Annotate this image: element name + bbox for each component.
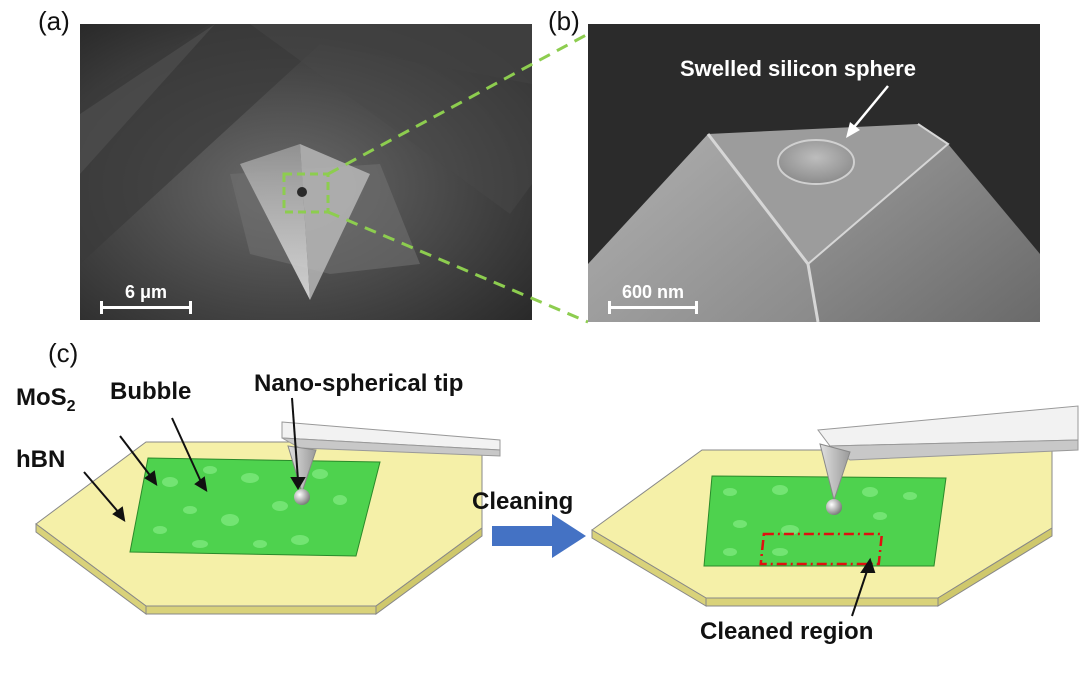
cleaning-arrow <box>492 514 586 558</box>
mos2-flake-left <box>129 457 381 557</box>
mos2-label-main: MoS <box>16 384 67 411</box>
sphere-annotation: Swelled silicon sphere <box>680 56 916 81</box>
mos2-flake-right <box>703 475 947 567</box>
hbn-label: hBN <box>16 446 66 473</box>
cleaned-region-label: Cleaned region <box>700 618 874 645</box>
mos2-label: MoS2 <box>16 384 76 416</box>
afm-tip-right <box>817 405 1079 515</box>
scale-label-a: 6 μm <box>124 282 168 302</box>
sem-image-b: Swelled silicon sphere 600 nm <box>588 24 1040 322</box>
afm-tip-left <box>281 421 501 505</box>
bubble-label: Bubble <box>110 378 192 405</box>
tip-label: Nano-spherical tip <box>254 370 464 397</box>
panel-b-letter: (b) <box>548 6 580 36</box>
panel-a-letter: (a) <box>38 6 70 36</box>
panel-c-letter: (c) <box>48 338 79 368</box>
cleaning-label: Cleaning <box>472 488 574 515</box>
scale-bar-b: 600 nm <box>608 282 698 314</box>
scale-label-b: 600 nm <box>621 282 685 302</box>
sem-image-a: 6 μm <box>80 24 532 320</box>
sphere-pointer-arrow <box>846 85 889 138</box>
scale-bar-a: 6 μm <box>100 282 192 314</box>
cleaned-region-outline <box>759 532 884 566</box>
mos2-label-sub: 2 <box>66 397 76 415</box>
